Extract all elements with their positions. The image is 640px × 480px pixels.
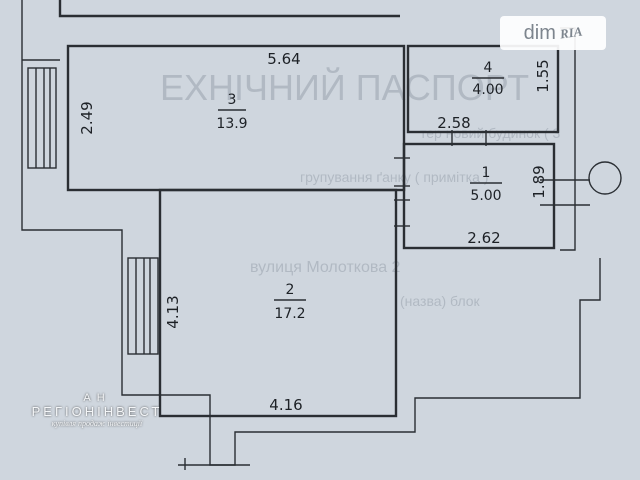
entrance-step: [178, 458, 250, 470]
agency-line-2: РЕГІОНІНВЕСТ: [31, 404, 163, 419]
window-room-2: [127, 257, 159, 355]
room-3-area: 13.9: [216, 116, 247, 132]
brand-badge: RIA: [558, 23, 584, 42]
agency-watermark: АН РЕГІОНІНВЕСТ купівля продаж інвестиці…: [22, 392, 172, 428]
door-marks: [394, 130, 590, 227]
riser-icon: [588, 161, 622, 195]
dim-room-4-width: 2.58: [437, 114, 470, 132]
dim-room-1-width: 2.62: [467, 229, 500, 247]
brand-text: dim: [523, 21, 556, 44]
room-1-number: 1: [482, 165, 491, 181]
dim-room-2-width: 4.16: [269, 396, 302, 414]
agency-line-3: купівля продаж інвестиції: [51, 419, 143, 428]
dim-room-2-depth: 4.13: [164, 295, 182, 328]
agency-line-1: АН: [83, 392, 111, 404]
dim-room-3-depth: 2.49: [78, 101, 96, 134]
bg-title: ЕХНІЧНИЙ ПАСПОРТ: [160, 66, 529, 108]
window-room-3: [27, 67, 57, 169]
room-4-outline: [406, 44, 560, 134]
room-1-area: 5.00: [470, 188, 501, 204]
outer-outline-bottom: [121, 258, 601, 466]
room-4-area: 4.00: [472, 82, 503, 98]
upper-wall: [58, 0, 400, 18]
room-2-number: 2: [286, 282, 295, 298]
room-2-outline: [158, 188, 398, 418]
outer-outline-left: [21, 0, 123, 262]
dim-room-4-depth: 1.55: [534, 59, 552, 92]
room-4-number: 4: [484, 60, 493, 76]
dim-ria-watermark: dim RIA: [500, 16, 606, 50]
dim-room-3-width: 5.64: [267, 50, 300, 68]
bg-line-4: вулиця Молоткова 2: [250, 259, 401, 276]
room-1-outline: [402, 142, 556, 250]
bg-line-3: групування ґанку ( примітка ): [300, 169, 488, 185]
room-2-area: 17.2: [274, 306, 305, 322]
bg-line-5: (назва) блок: [400, 293, 481, 309]
dim-room-1-depth: 1.89: [530, 165, 548, 198]
room-3-number: 3: [228, 92, 237, 108]
outer-outline-right: [560, 27, 576, 251]
